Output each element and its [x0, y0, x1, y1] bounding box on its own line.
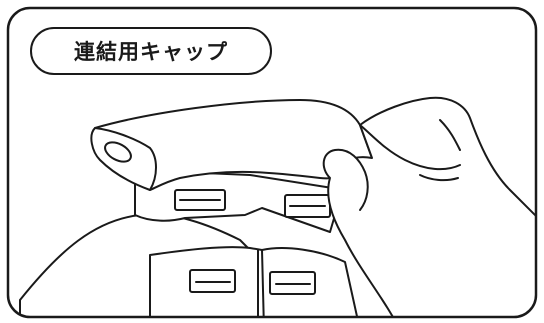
thumb	[322, 148, 369, 211]
callout-label: 連結用キャップ	[30, 27, 272, 75]
finger-back	[359, 124, 461, 171]
callout-label-text: 連結用キャップ	[74, 40, 228, 64]
outer-frame	[6, 6, 538, 319]
base-body-center	[149, 246, 361, 317]
finger-crease	[419, 174, 459, 182]
cap-end-ring	[104, 141, 132, 163]
knuckle	[439, 119, 461, 151]
